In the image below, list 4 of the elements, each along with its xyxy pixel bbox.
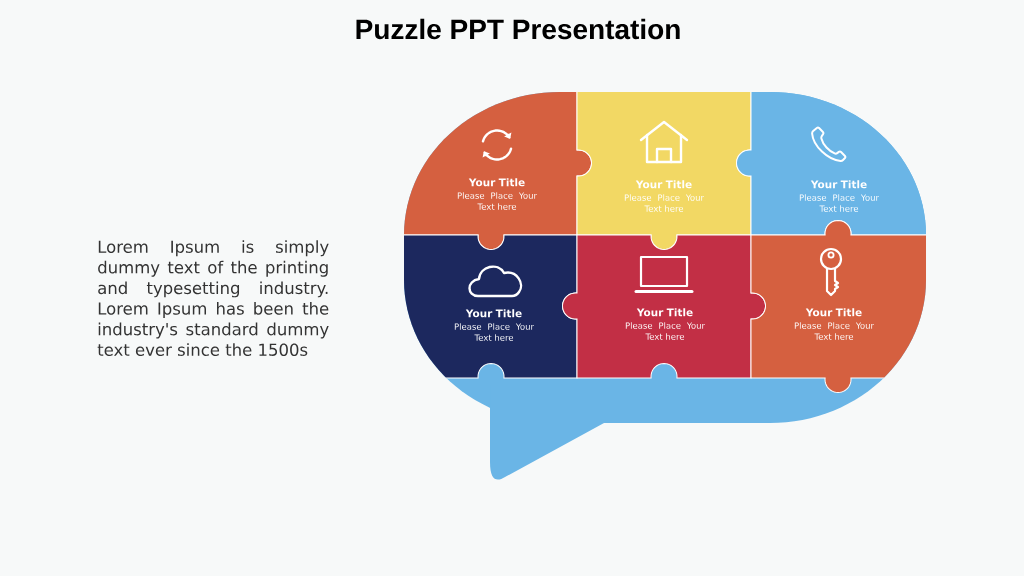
puzzle-piece: Your Title Please Place Your Text here xyxy=(562,234,766,379)
puzzle-piece: Your Title Please Place Your Text here xyxy=(750,220,926,393)
title: Puzzle PPT Presentation xyxy=(356,18,680,40)
paragraph: Lorem Ipsum is simply dummy text of the printing and typesetting industry. Lorem Ipsum has been the industry's standard dummy text ever since the 1500s xyxy=(97,240,329,356)
